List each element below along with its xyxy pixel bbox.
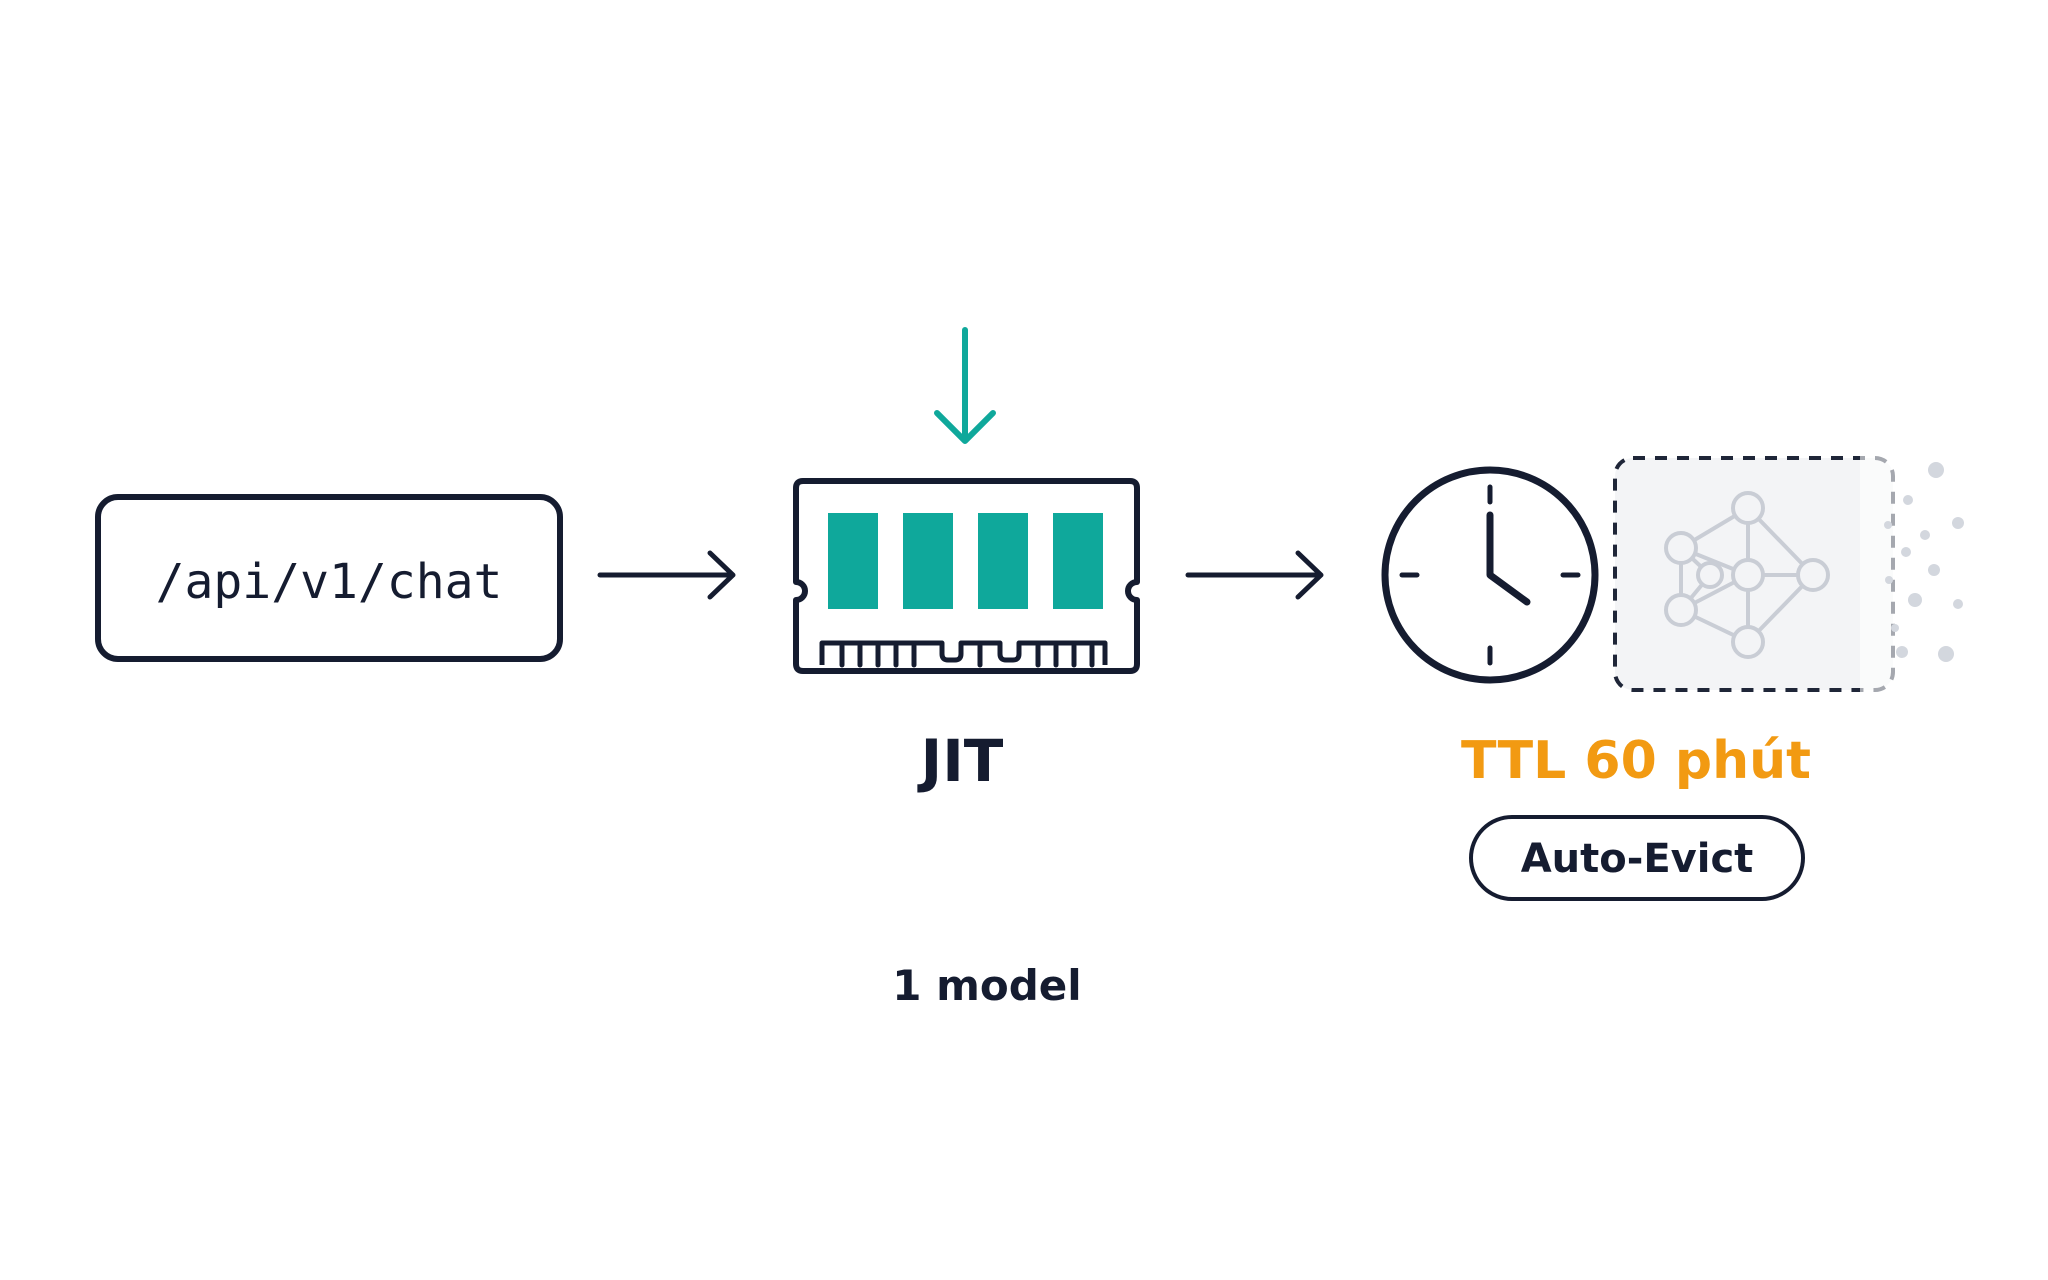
flow-arrow-1 bbox=[597, 550, 736, 600]
endpoint-label: /api/v1/chat bbox=[156, 554, 503, 610]
endpoint-node: /api/v1/chat bbox=[95, 494, 563, 662]
ttl-label: TTL 60 phút bbox=[1461, 731, 1811, 791]
neural-network-icon bbox=[1664, 491, 1830, 659]
ram-chip-icon bbox=[793, 478, 1140, 674]
memory-cell bbox=[903, 513, 953, 609]
auto-evict-label: Auto-Evict bbox=[1521, 836, 1754, 882]
memory-cell bbox=[978, 513, 1028, 609]
model-count-label: 1 model bbox=[892, 961, 1081, 1010]
auto-evict-badge: Auto-Evict bbox=[1469, 815, 1805, 901]
memory-cell bbox=[1053, 513, 1103, 609]
memory-label: JIT bbox=[917, 727, 1004, 795]
dissolve-particles bbox=[1884, 462, 1964, 662]
memory-cell bbox=[828, 513, 878, 609]
flow-arrow-2 bbox=[1185, 550, 1324, 600]
down-arrow-icon bbox=[934, 327, 996, 444]
clock-icon bbox=[1381, 466, 1599, 684]
endpoint-box bbox=[95, 494, 563, 662]
evicting-model-node bbox=[1613, 452, 1964, 696]
